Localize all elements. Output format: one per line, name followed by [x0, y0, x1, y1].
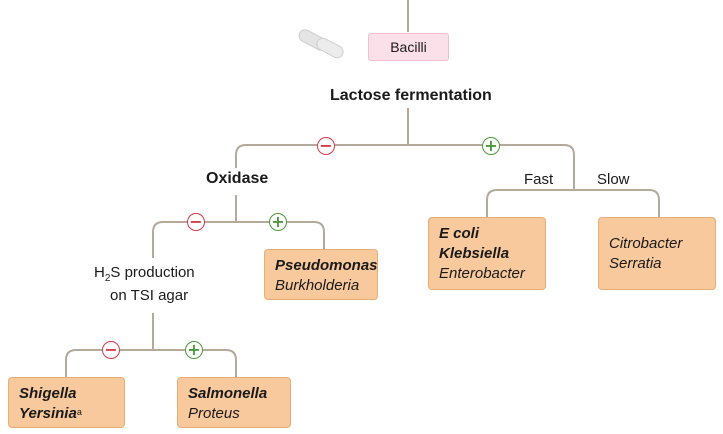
enterobacter-text: Enterobacter	[439, 265, 525, 282]
serratia-text: Serratia	[609, 255, 662, 272]
fast-label: Fast	[524, 171, 554, 188]
root-node-bacilli: Bacilli	[368, 33, 449, 61]
oxidase-positive-sign: +	[269, 213, 287, 231]
oxidase-label: Oxidase	[206, 170, 269, 187]
bacilli-rods-icon	[298, 29, 344, 59]
h2s-positive-sign: +	[185, 341, 203, 359]
oxidase-negative-sign: −	[187, 213, 205, 231]
burkholderia-text: Burkholderia	[275, 277, 360, 294]
result-box-citrobacter: Citrobacter Serratia	[598, 217, 716, 290]
e-coli-text: E coli	[439, 225, 480, 242]
tsi-agar-label: on TSI agar	[110, 287, 189, 304]
citrobacter-text: Citrobacter	[609, 235, 683, 252]
salmonella-text: Salmonella	[188, 385, 268, 402]
h2s-production-label: H2S production	[94, 264, 195, 284]
h2s-negative-sign: −	[102, 341, 120, 359]
lactose-fermentation-label: Lactose fermentation	[330, 87, 492, 104]
result-box-salmonella: Salmonella Proteus	[177, 377, 291, 428]
lactose-positive-sign: +	[482, 137, 500, 155]
klebsiella-text: Klebsiella	[439, 245, 510, 262]
result-box-e-coli: E coli Klebsiella Enterobacter	[428, 217, 546, 290]
pseudomonas-text: Pseudomonas	[275, 257, 378, 274]
proteus-text: Proteus	[188, 405, 240, 422]
lactose-negative-sign: −	[317, 137, 335, 155]
shigella-text: Shigella	[19, 385, 77, 402]
result-box-shigella: Shigella Yersiniaa	[8, 377, 125, 428]
result-box-pseudomonas: Pseudomonas Burkholderia	[264, 249, 378, 300]
slow-label: Slow	[597, 171, 630, 188]
yersinia-text: Yersiniaa	[19, 405, 82, 422]
